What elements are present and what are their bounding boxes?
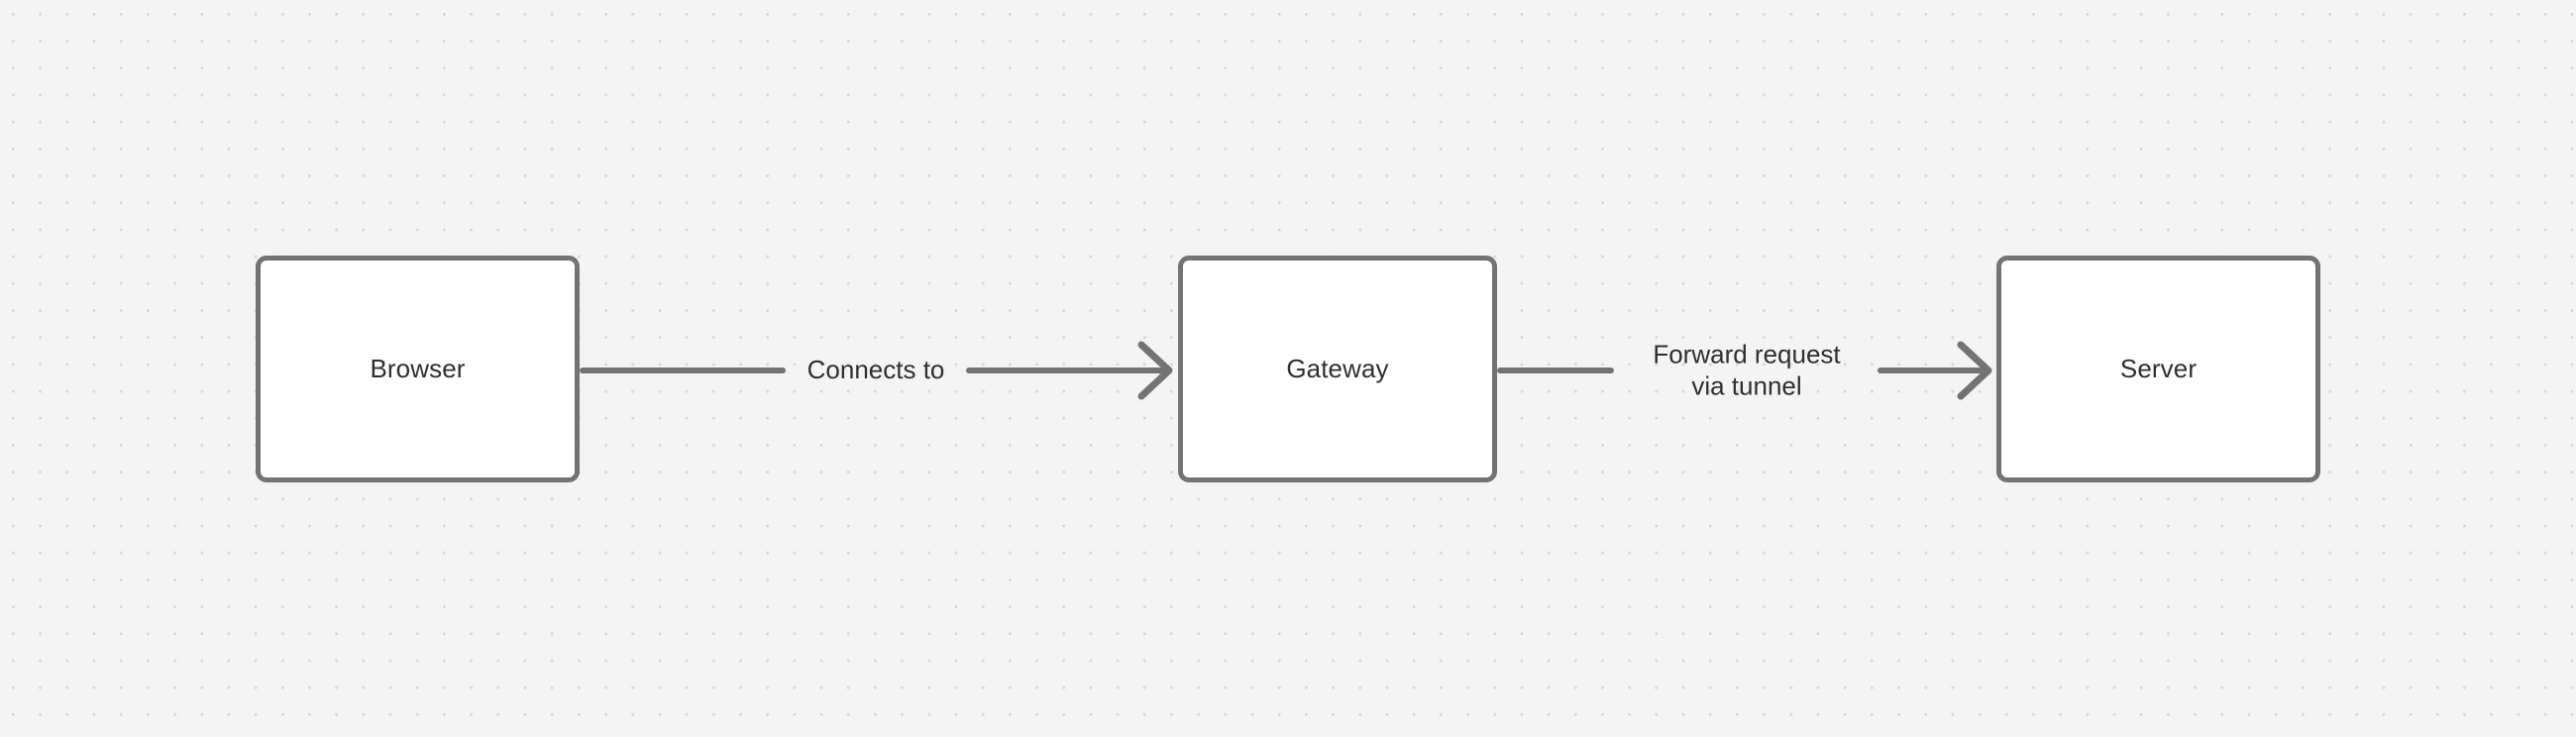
node-label: Browser [370,354,466,384]
node-gateway[interactable]: Gateway [1178,256,1497,482]
node-browser[interactable]: Browser [256,256,580,482]
edge-label-line: Connects to [806,355,945,385]
edge-label-line: Forward request [1653,339,1841,369]
edge-label-connects-to[interactable]: Connects to [807,355,945,386]
arrowhead-icon [1137,341,1173,400]
edge-label-forward-request-via-tunnel[interactable]: Forward request via tunnel [1653,339,1840,401]
arrowhead-icon [1957,341,1992,400]
node-label: Gateway [1286,354,1389,384]
node-server[interactable]: Server [1996,256,2320,482]
edge-label-line: via tunnel [1691,370,1802,400]
node-label: Server [2119,354,2198,384]
